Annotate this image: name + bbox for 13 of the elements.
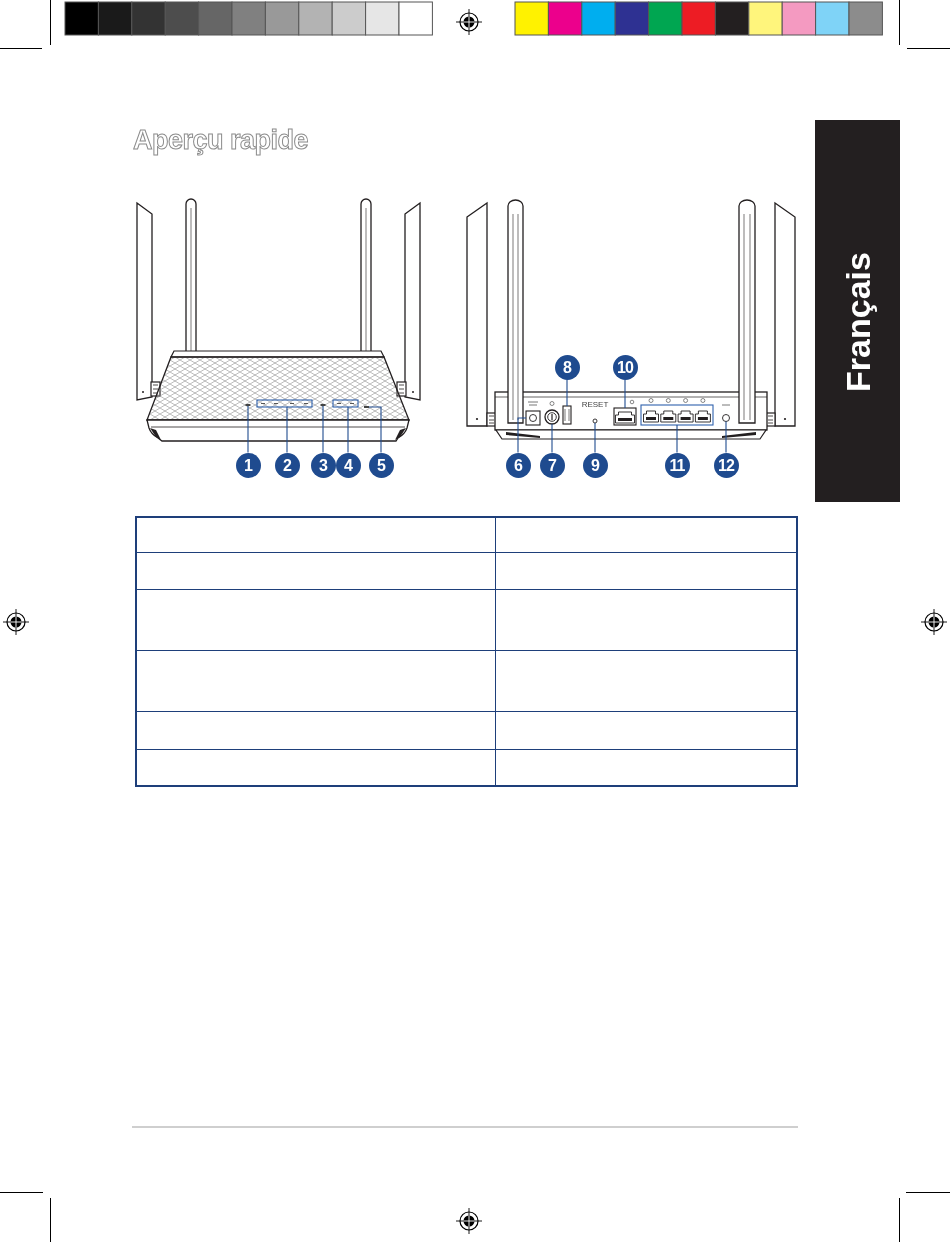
callout-number: 9 <box>582 452 608 478</box>
language-tab: Français <box>815 120 900 502</box>
callout-number: 3 <box>310 452 336 478</box>
callout-number: 12 <box>713 452 739 478</box>
callout-number: 11 <box>664 452 690 478</box>
page-title: Aperçu rapide <box>133 124 309 157</box>
callout-number: 2 <box>274 452 300 478</box>
callout-number: 4 <box>335 452 361 478</box>
callout-number: 1 <box>235 452 261 478</box>
callout-number: 5 <box>368 452 394 478</box>
callout-number: 6 <box>505 452 531 478</box>
port-label: RESET <box>581 400 609 409</box>
callout-number: 7 <box>539 452 565 478</box>
